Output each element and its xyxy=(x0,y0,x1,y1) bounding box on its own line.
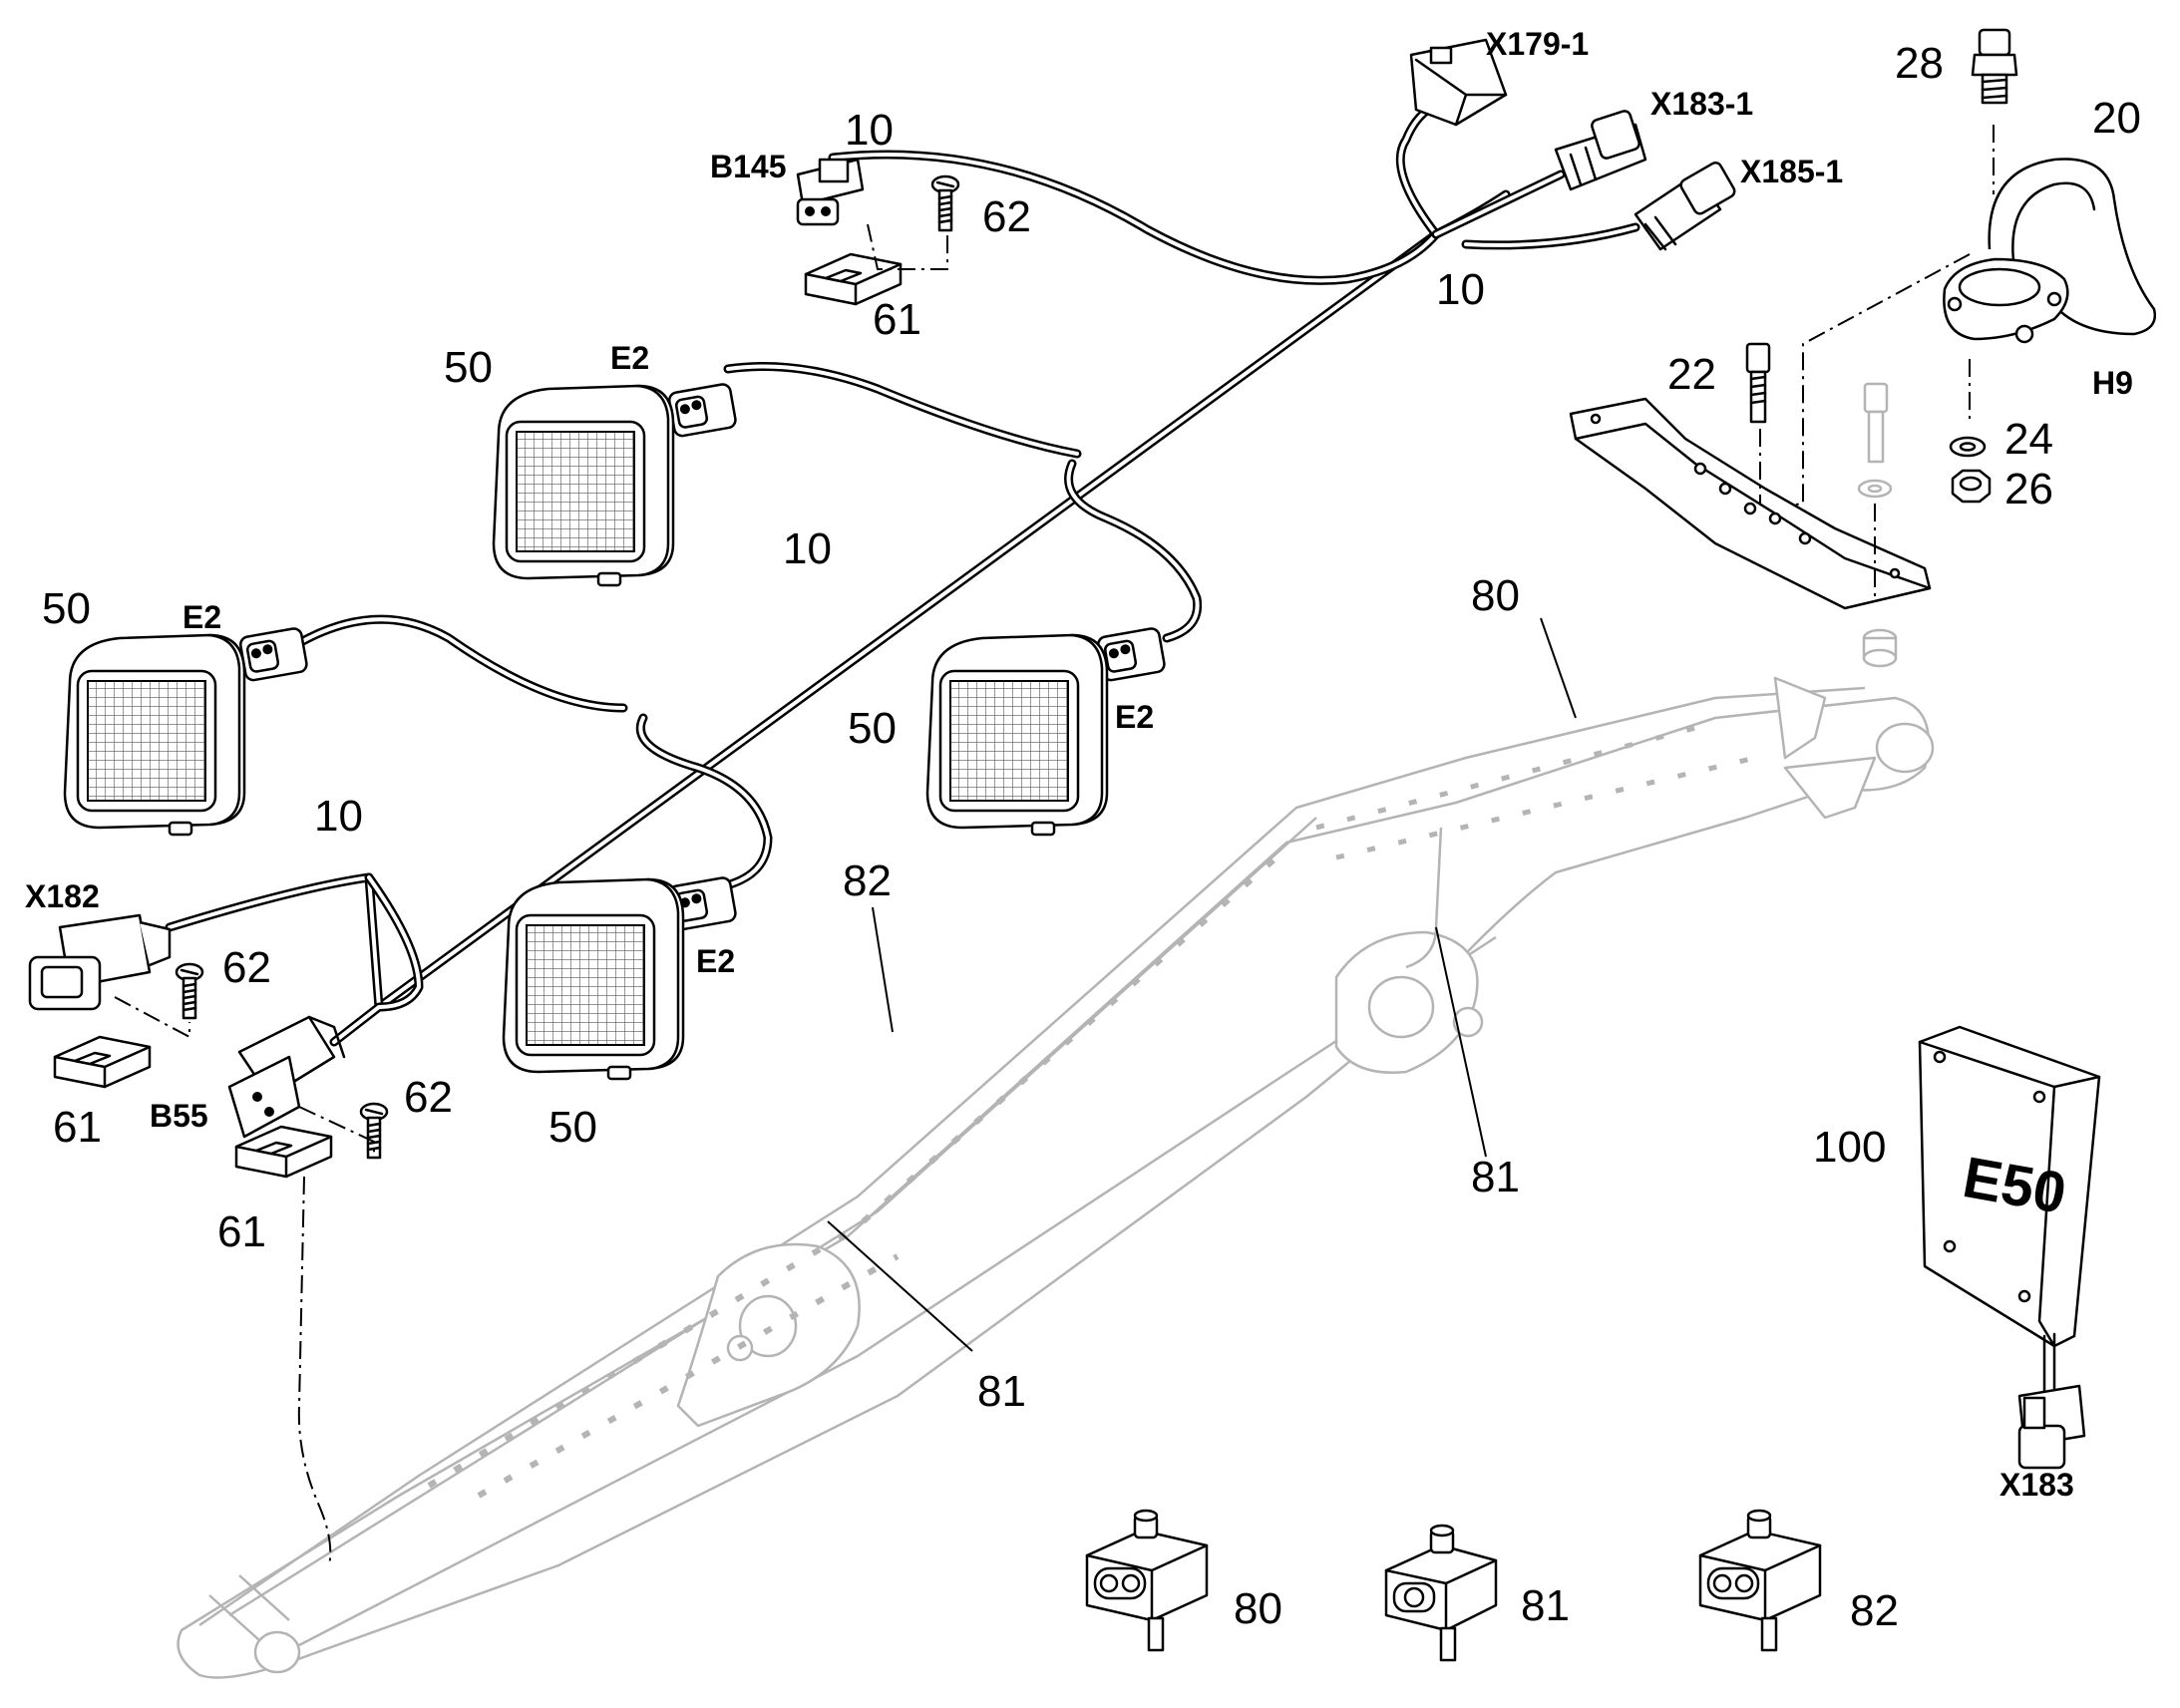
leader-80 xyxy=(1540,617,1577,719)
bushing-faint xyxy=(1862,628,1898,668)
label-x183-1: X183-1 xyxy=(1650,86,1753,122)
label-e2-a: E2 xyxy=(610,340,649,376)
work-light-3 xyxy=(925,633,1109,837)
label-24: 24 xyxy=(2004,415,2053,464)
label-b55: B55 xyxy=(150,1098,208,1134)
cable-clamp-80 xyxy=(1085,1509,1209,1652)
nut-26 xyxy=(1951,469,1992,504)
label-80-top: 80 xyxy=(1471,571,1520,620)
label-b145: B145 xyxy=(710,149,787,184)
label-62-a: 62 xyxy=(982,192,1031,241)
label-50-c: 50 xyxy=(848,704,897,753)
connector-x183 xyxy=(2017,1384,2086,1470)
label-10-b: 10 xyxy=(1436,265,1485,314)
bolt-22 xyxy=(1745,342,1771,424)
leader-82 xyxy=(872,906,894,1033)
assembly-line-2 xyxy=(114,996,190,1039)
screw-62-b xyxy=(175,962,204,1020)
connector-x179-1 xyxy=(1409,38,1508,127)
work-light-1 xyxy=(492,384,675,587)
label-10-c: 10 xyxy=(783,524,832,573)
label-62-c: 62 xyxy=(404,1073,453,1122)
washer-faint xyxy=(1857,479,1893,499)
label-61-b: 61 xyxy=(53,1103,102,1152)
work-light-2 xyxy=(63,633,246,837)
label-x179-1: X179-1 xyxy=(1486,26,1589,62)
label-x185-1: X185-1 xyxy=(1740,154,1843,189)
horn-h9 xyxy=(1943,158,2157,344)
label-81-low: 81 xyxy=(977,1367,1026,1416)
leader-81-a xyxy=(1435,926,1487,1158)
boom-structure xyxy=(177,676,1935,1679)
connector-b55 xyxy=(227,1015,346,1139)
label-82-bottom: 82 xyxy=(1850,1586,1899,1635)
label-81-mid: 81 xyxy=(1471,1153,1520,1201)
label-100: 100 xyxy=(1813,1123,1886,1172)
control-unit-e50 xyxy=(1918,1025,2101,1398)
label-26: 26 xyxy=(2004,465,2053,513)
leader-81-b xyxy=(827,1220,973,1352)
label-50-a: 50 xyxy=(444,343,493,392)
label-e2-b: E2 xyxy=(182,599,221,635)
cable-clamp-82 xyxy=(1698,1509,1822,1652)
assembly-line-3 xyxy=(298,1106,375,1157)
label-h9: H9 xyxy=(2092,365,2133,401)
label-10-a: 10 xyxy=(845,106,894,155)
label-10-d: 10 xyxy=(314,792,363,841)
connector-x182 xyxy=(28,913,172,1011)
label-50-d: 50 xyxy=(548,1103,597,1152)
bolt-faint xyxy=(1863,382,1889,464)
connector-e2-b xyxy=(237,625,309,683)
washer-24 xyxy=(1949,436,1987,458)
label-22: 22 xyxy=(1667,350,1716,399)
label-e2-d: E2 xyxy=(696,943,735,979)
label-80-bottom: 80 xyxy=(1234,1584,1282,1633)
label-e2-c: E2 xyxy=(1115,699,1154,735)
connector-x185-1 xyxy=(1634,161,1736,251)
screw-62-a xyxy=(930,174,960,232)
cable-clamp-81 xyxy=(1384,1524,1498,1662)
assembly-line-4 xyxy=(297,1176,332,1566)
label-28: 28 xyxy=(1895,39,1944,88)
label-x182: X182 xyxy=(25,878,100,914)
label-62-b: 62 xyxy=(222,943,271,992)
label-81-bottom: 81 xyxy=(1521,1581,1570,1630)
label-61-c: 61 xyxy=(217,1207,266,1256)
mounting-plate xyxy=(1569,397,1932,610)
connector-b145 xyxy=(796,158,865,226)
assembly-line-6 xyxy=(1764,253,1971,510)
clip-61-b xyxy=(53,1035,152,1089)
connector-e2-a xyxy=(666,381,738,439)
assembly-line-1 xyxy=(867,223,948,270)
label-50-b: 50 xyxy=(42,584,91,633)
label-82-top: 82 xyxy=(843,856,892,905)
label-20: 20 xyxy=(2092,94,2141,143)
work-light-4 xyxy=(502,877,685,1081)
pressure-switch-28 xyxy=(1971,28,2018,105)
connector-x183-1 xyxy=(1554,110,1647,191)
label-x183: X183 xyxy=(1999,1467,2074,1503)
label-61-a: 61 xyxy=(873,295,921,344)
